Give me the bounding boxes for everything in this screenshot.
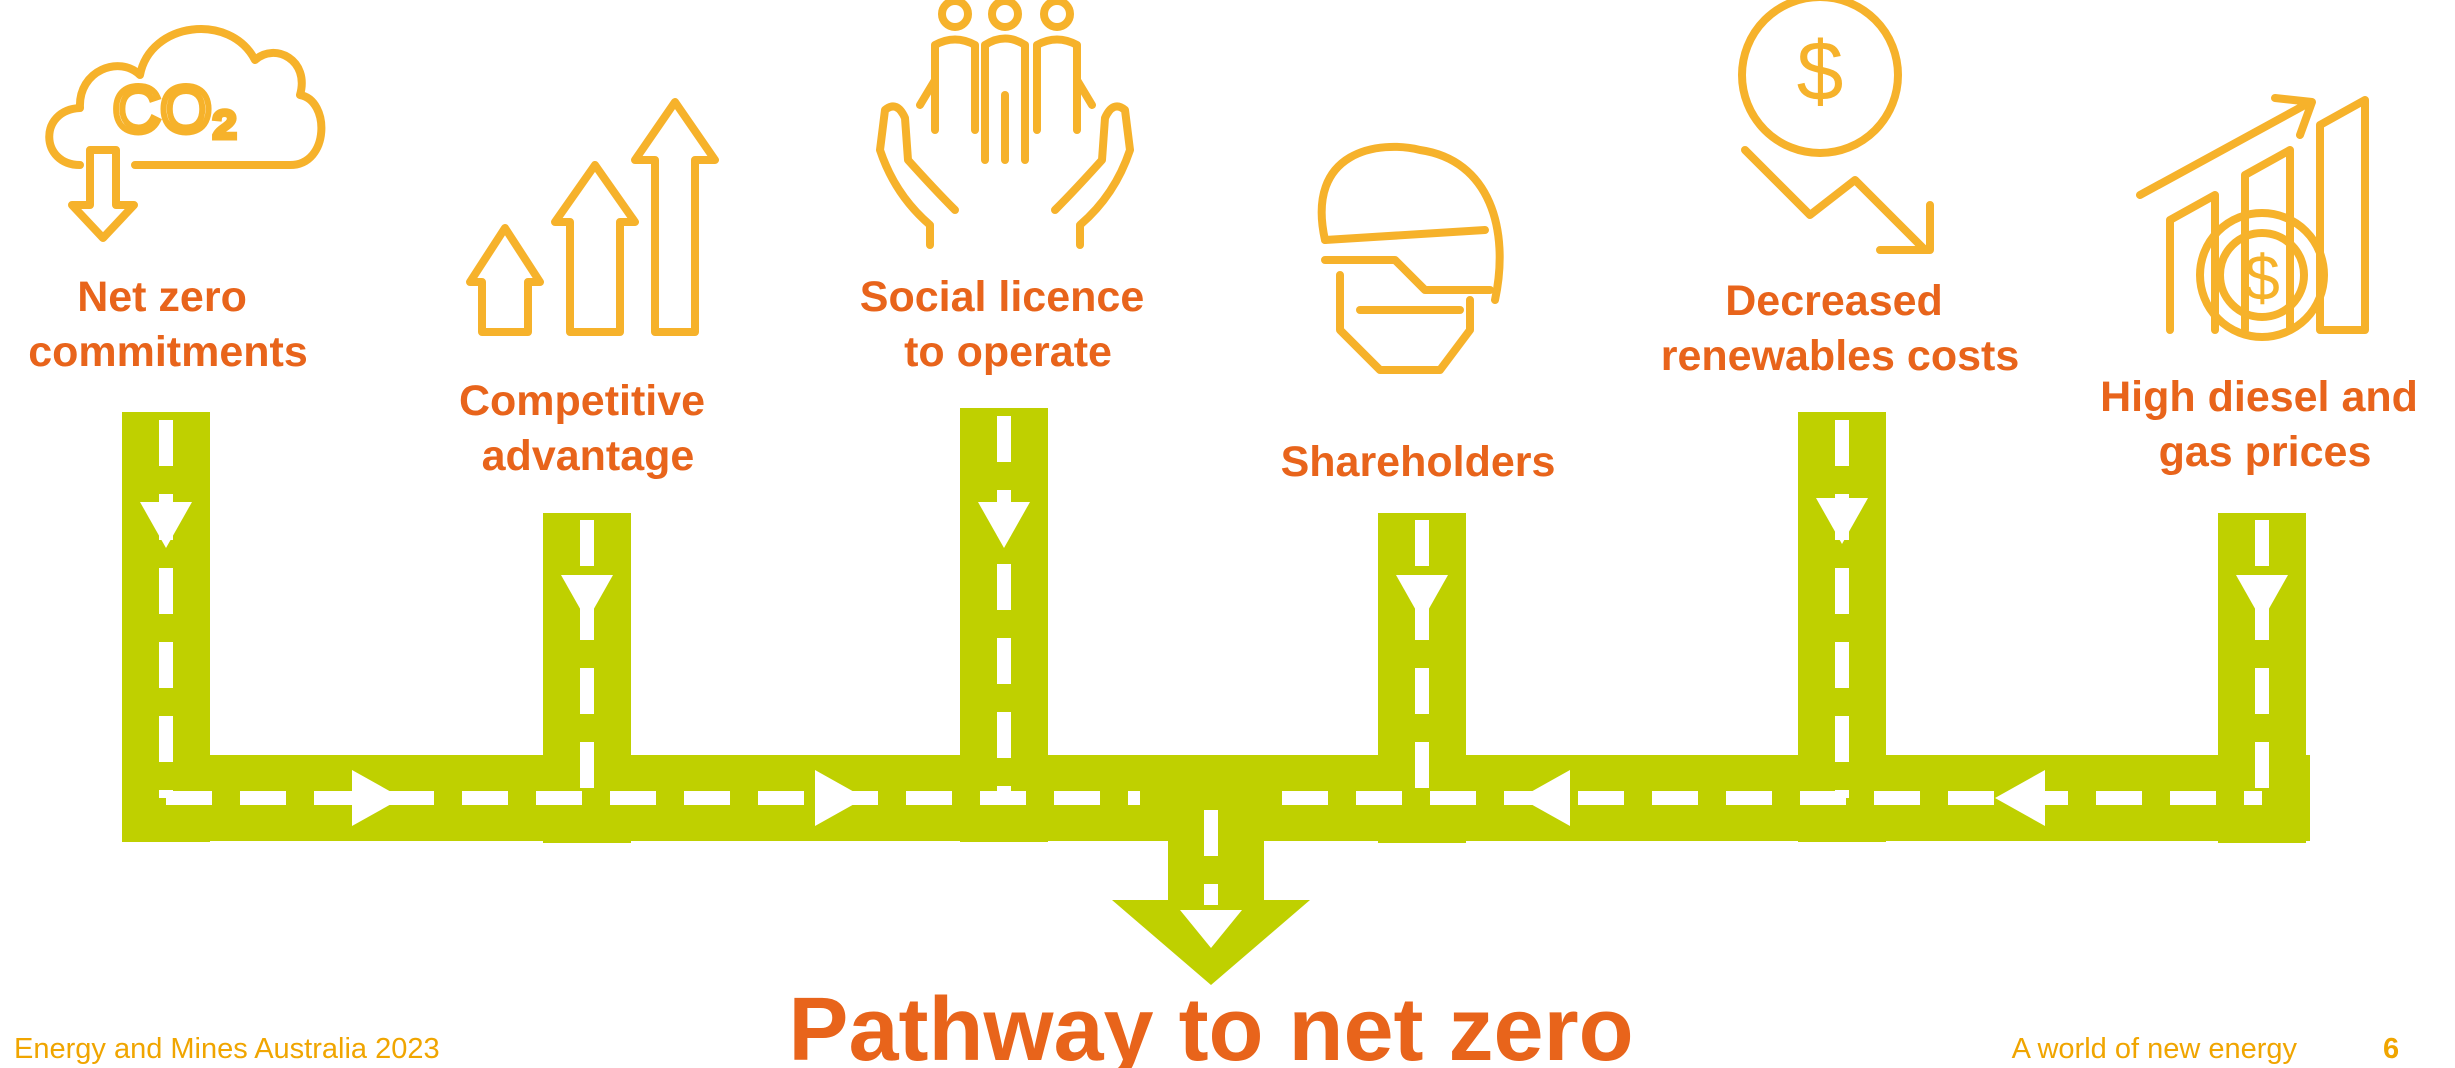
label-net-zero: Net zero commitments bbox=[28, 273, 308, 376]
worker-helmet-icon bbox=[1317, 142, 1504, 374]
dollar-growth-chart-icon: $ bbox=[2136, 94, 2369, 341]
dollar-decrease-icon: $ bbox=[1738, 0, 1934, 254]
svg-text:$: $ bbox=[1797, 24, 1844, 118]
svg-text:CO₂: CO₂ bbox=[113, 72, 238, 146]
co2-cloud-icon: CO₂ bbox=[45, 25, 326, 242]
svg-text:$: $ bbox=[2244, 242, 2280, 314]
road-network bbox=[122, 408, 2310, 985]
footer-right: A world of new energy bbox=[2012, 1033, 2298, 1065]
label-decreased-renewables: Decreased renewables costs bbox=[1661, 277, 2020, 380]
community-hands-icon bbox=[876, 0, 1134, 249]
label-shareholders: Shareholders bbox=[1281, 438, 1556, 486]
footer-left: Energy and Mines Australia 2023 bbox=[14, 1033, 440, 1065]
rising-arrows-icon bbox=[466, 98, 719, 336]
label-social-licence: Social licence to operate bbox=[860, 273, 1156, 376]
label-competitive-advantage: Competitive advantage bbox=[459, 377, 717, 480]
page-number: 6 bbox=[2383, 1033, 2399, 1065]
page-title: Pathway to net zero bbox=[788, 980, 1633, 1068]
label-high-diesel: High diesel and gas prices bbox=[2100, 373, 2430, 476]
